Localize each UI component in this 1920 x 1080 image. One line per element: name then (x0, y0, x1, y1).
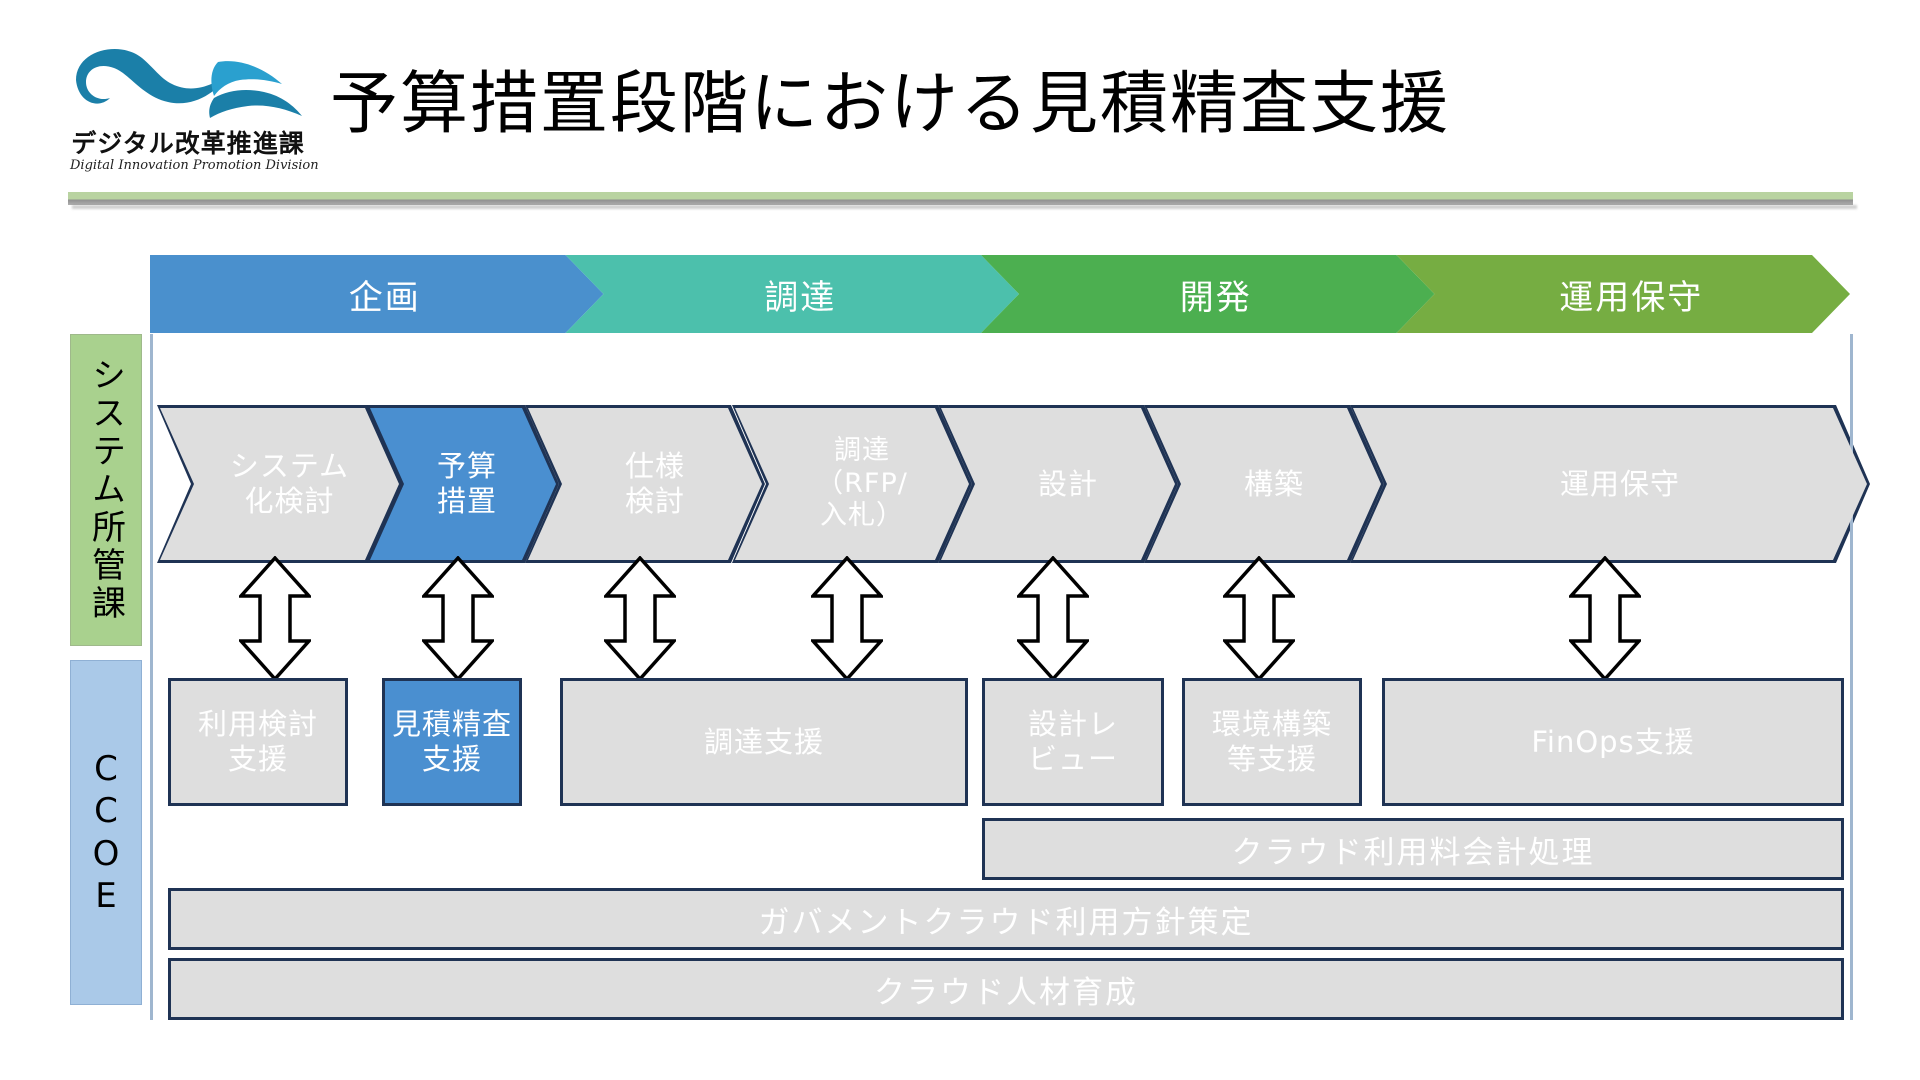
process-step-label: 設計 (1037, 466, 1098, 501)
phase-chevron-label: 運用保守 (1559, 277, 1704, 318)
page-header: デジタル改革推進課 Digital Innovation Promotion D… (0, 0, 1920, 209)
support-box-1[interactable]: 利用検討支援 (168, 678, 348, 806)
wide-bar-label: クラウド利用料会計処理 (1231, 834, 1595, 871)
support-box-label: 設計レビュー (1027, 707, 1118, 776)
process-step-3[interactable]: 仕様検討 (528, 408, 762, 560)
support-box-2[interactable]: 見積精査支援 (382, 678, 522, 806)
support-box-label: 調達支援 (703, 724, 824, 759)
diagram-frame-right (1850, 334, 1853, 1020)
support-box-3[interactable]: 調達支援 (560, 678, 968, 806)
diagram-frame-left (150, 334, 153, 1020)
ccoe-support-box-row: 利用検討支援 見積精査支援 調達支援 設計レビュー 環境構築等支援 FinOps支援 (0, 678, 1920, 806)
process-step-label: 構築 (1243, 466, 1304, 501)
linkage-arrow-row (0, 556, 1920, 681)
wide-bar-label: クラウド人材育成 (874, 974, 1138, 1011)
logo-org-name: デジタル改革推進課 (71, 129, 305, 158)
phase-chevron-label: 企画 (348, 277, 421, 318)
organization-logo: デジタル改革推進課 Digital Innovation Promotion D… (68, 28, 319, 173)
process-step-label: 予算措置 (436, 449, 497, 518)
process-step-label: 調達（RFP/入札） (816, 435, 908, 532)
process-chevron-row: システム化検討 予算措置 仕様検討 調達（RFP/入札） 設計 構築 運用保守 (0, 408, 1920, 560)
support-box-label: 利用検討支援 (197, 707, 318, 776)
header-divider (68, 192, 1853, 205)
support-box-4[interactable]: 設計レビュー (982, 678, 1164, 806)
wave-logo-icon (76, 49, 302, 118)
wide-bar-2[interactable]: ガバメントクラウド利用方針策定 (168, 888, 1844, 950)
support-box-6[interactable]: FinOps支援 (1382, 678, 1844, 806)
wide-bar-3[interactable]: クラウド人材育成 (168, 958, 1844, 1020)
process-step-5[interactable]: 設計 (941, 408, 1175, 560)
swimlane-ccoe-letter: E (95, 876, 117, 916)
phase-chevron-2[interactable]: 調達 (566, 255, 1020, 333)
swimlane-ccoe-letter: C (94, 748, 118, 789)
logo-org-subtitle: Digital Innovation Promotion Division (70, 158, 319, 173)
support-box-label: FinOps支援 (1531, 724, 1695, 759)
process-step-1[interactable]: システム化検討 (160, 408, 399, 560)
wide-bar-1[interactable]: クラウド利用料会計処理 (982, 818, 1844, 880)
phase-chevron-4[interactable]: 運用保守 (1397, 255, 1851, 333)
process-step-label: システム化検討 (229, 449, 350, 518)
process-step-4[interactable]: 調達（RFP/入札） (735, 408, 969, 560)
swimlane-ccoe-letter: O (92, 833, 120, 874)
phase-chevron-3[interactable]: 開発 (981, 255, 1435, 333)
swimlane-system-owner-text: システム所管課 (85, 357, 126, 623)
swimlane-ccoe-letter: C (94, 791, 118, 831)
phase-chevron-1[interactable]: 企画 (150, 255, 604, 333)
page-title: 予算措置段階における見積精査支援 (330, 65, 1451, 144)
phase-chevron-label: 開発 (1179, 277, 1252, 318)
swimlane-label-system-owner: システム所管課 (70, 334, 142, 646)
wide-bar-label: ガバメントクラウド利用方針策定 (758, 904, 1254, 941)
process-step-7[interactable]: 運用保守 (1353, 408, 1867, 560)
process-step-label: 運用保守 (1559, 466, 1680, 501)
support-box-5[interactable]: 環境構築等支援 (1182, 678, 1362, 806)
process-step-6[interactable]: 構築 (1147, 408, 1381, 560)
process-step-label: 仕様検討 (624, 449, 685, 518)
header-divider-shadow (72, 205, 1857, 209)
phase-chevron-label: 調達 (764, 277, 837, 318)
support-box-label: 見積精査支援 (391, 707, 512, 776)
support-box-label: 環境構築等支援 (1211, 707, 1332, 776)
phase-banner: 企画 調達 開発 運用保守 (150, 255, 1850, 333)
